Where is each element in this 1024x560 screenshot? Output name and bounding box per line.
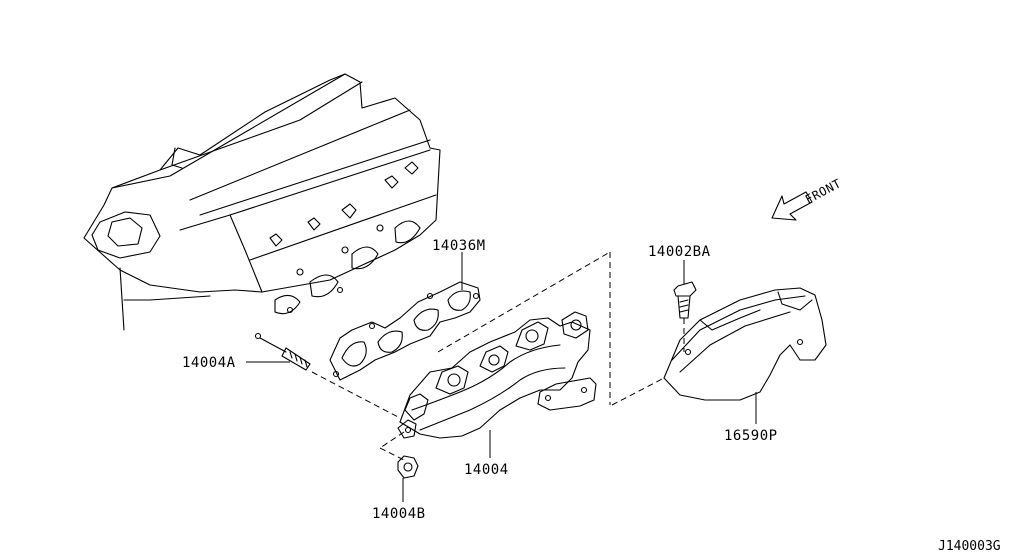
label-bolt-14002BA: 14002BA	[648, 244, 711, 260]
front-direction-arrow: FRONT	[771, 176, 844, 221]
exhaust-manifold-gasket	[329, 281, 481, 381]
leader-lines	[246, 252, 757, 502]
label-nut-14004B: 14004B	[372, 506, 426, 522]
label-stud-14004A: 14004A	[182, 355, 236, 371]
nut	[397, 455, 419, 479]
heat-cover-bolt	[673, 281, 697, 319]
engine-cylinder-head	[83, 73, 441, 331]
label-heat-cover-16590P: 16590P	[724, 428, 778, 444]
front-label: FRONT	[803, 176, 844, 206]
heat-insulator-cover	[663, 287, 827, 401]
label-gasket-14036M: 14036M	[432, 238, 486, 254]
stud-bolt	[254, 332, 311, 371]
diagram-reference-code: J140003G	[938, 539, 1001, 554]
label-manifold-14004: 14004	[464, 462, 509, 478]
exhaust-manifold	[397, 311, 597, 439]
alignment-dashed-lines	[311, 251, 685, 461]
